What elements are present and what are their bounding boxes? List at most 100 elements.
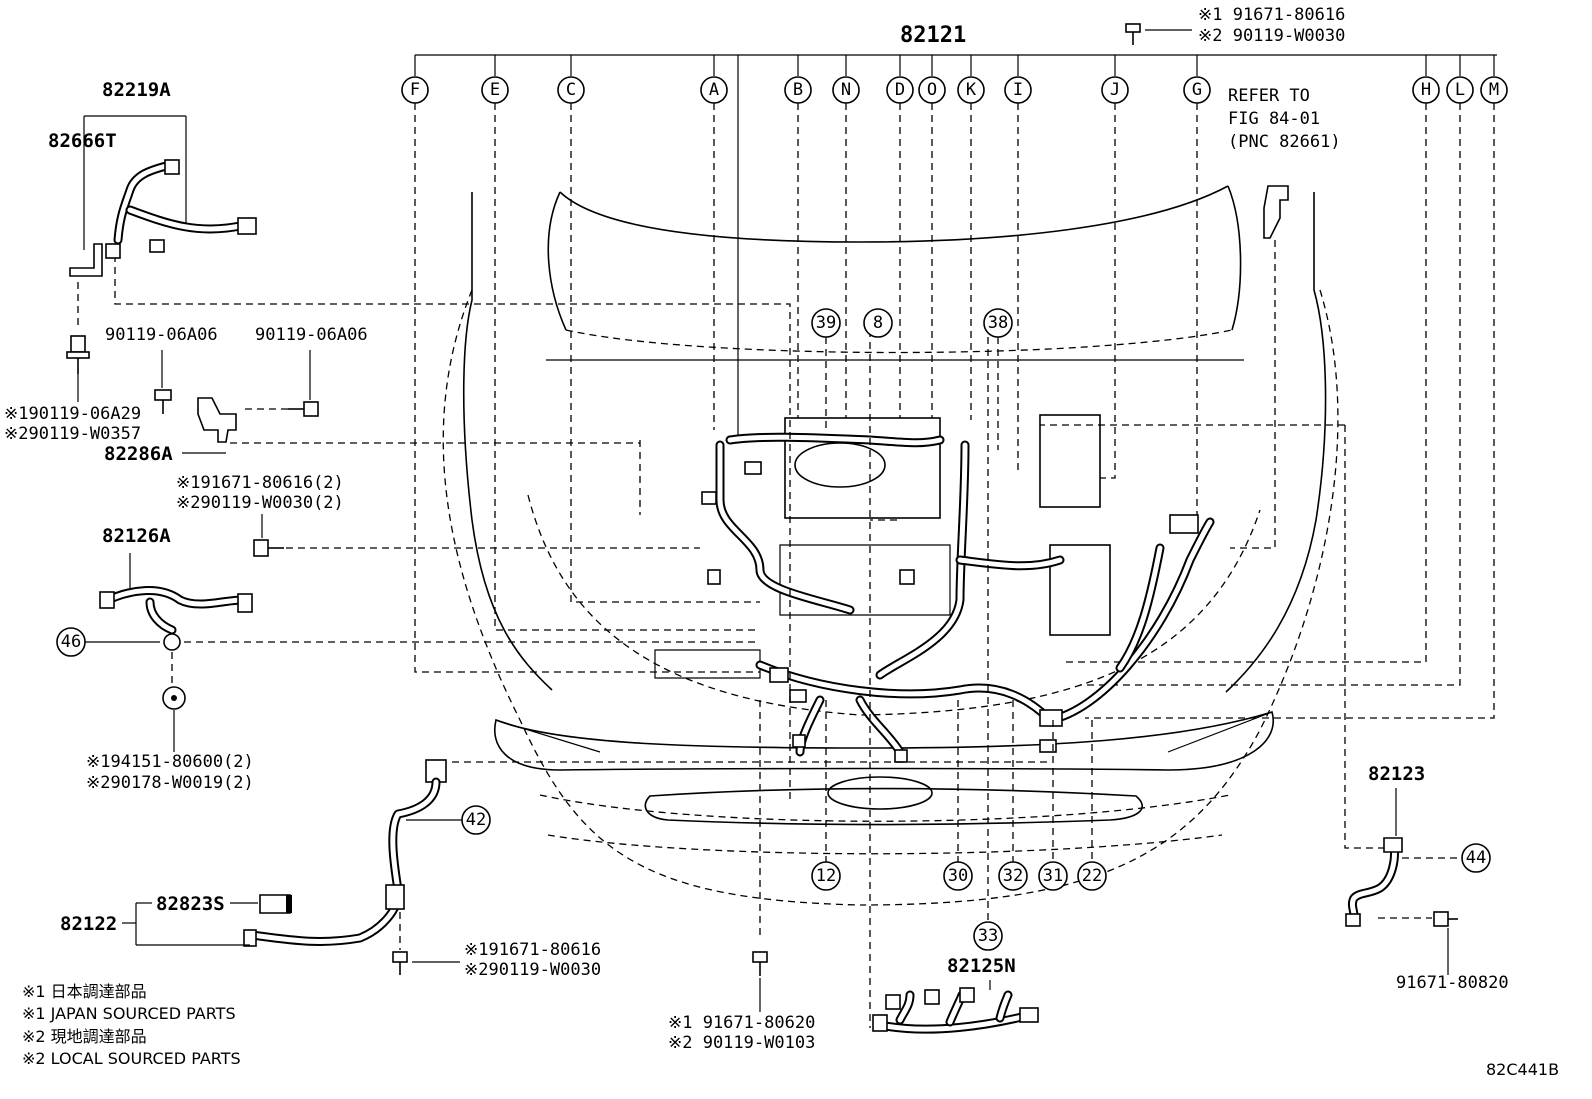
callout-46: 46 [56, 627, 160, 657]
clip-label-2: ※290178-W0019(2) [86, 773, 254, 793]
svg-text:N: N [841, 80, 851, 100]
svg-text:38: 38 [988, 313, 1008, 333]
svg-text:F: F [410, 80, 420, 100]
letter-callout: F [401, 76, 429, 104]
engine-bay-harness [654, 414, 1215, 763]
svg-text:L: L [1455, 80, 1465, 100]
svg-text:33: 33 [978, 926, 998, 946]
refer-note-line2: FIG 84-01 [1228, 109, 1320, 129]
svg-text:12: 12 [816, 866, 836, 886]
part-82126A-label: 82126A [102, 525, 171, 547]
letter-callout: N [832, 76, 860, 104]
top-bolt [1125, 23, 1192, 45]
bolt-1 [66, 335, 90, 402]
letter-callout: K [957, 76, 985, 104]
legend-line-2: ※1 JAPAN SOURCED PARTS [22, 1004, 236, 1023]
letter-callout: B [784, 76, 812, 104]
diagram-code: 82C441B [1486, 1060, 1559, 1079]
part-82123-sensor [1345, 837, 1403, 927]
bolt-2 [253, 514, 700, 557]
svg-text:J: J [1110, 80, 1120, 100]
svg-text:39: 39 [816, 313, 836, 333]
callout-39: 39 [811, 308, 841, 430]
legend-line-4: ※2 LOCAL SOURCED PARTS [22, 1049, 241, 1068]
part-82286A-label: 82286A [104, 443, 173, 465]
part-91671-80820-label: 91671-80820 [1396, 973, 1509, 993]
part-90119-06A06-a-label: 90119-06A06 [105, 325, 218, 345]
part-82286A [197, 397, 237, 443]
legend-line-1: ※1 日本調達部品 [22, 982, 147, 1001]
letter-callout: C [557, 76, 585, 104]
letter-callout: M [1480, 76, 1508, 104]
letter-callout: E [481, 76, 509, 104]
svg-text:D: D [895, 80, 905, 100]
part-82219A-harness [69, 159, 257, 277]
bolt-3 [392, 912, 460, 975]
part-82126A-harness [99, 586, 253, 651]
svg-text:G: G [1192, 80, 1202, 100]
refer-note-line3: (PNC 82661) [1228, 132, 1341, 152]
svg-text:30: 30 [948, 866, 968, 886]
callout-8: 8 [863, 308, 893, 338]
part-82666T-label: 82666T [48, 130, 117, 152]
letter-callout: J [1101, 76, 1129, 104]
engine-bay-leaders [114, 255, 1395, 1028]
callout-30: 30 [943, 700, 973, 891]
svg-text:31: 31 [1043, 866, 1063, 886]
bolt-1-label-2: ※290119-W0357 [4, 424, 141, 444]
clip-label-1: ※194151-80600(2) [86, 752, 254, 772]
svg-text:C: C [566, 80, 576, 100]
bolt-90119-a [154, 350, 172, 414]
clip [162, 686, 186, 752]
svg-text:H: H [1421, 80, 1431, 100]
refer-note-line1: REFER TO [1228, 86, 1310, 106]
svg-text:A: A [709, 80, 719, 100]
part-82219A-bracket [83, 115, 187, 250]
bolt-91671-80820 [1378, 911, 1458, 975]
vehicle-outline [442, 185, 1339, 906]
callout-42: 42 [406, 805, 491, 835]
callout-22: 22 [1077, 720, 1107, 891]
legend-line-3: ※2 現地調達部品 [22, 1027, 147, 1046]
svg-text:32: 32 [1003, 866, 1023, 886]
bolt-2-label-1: ※191671-80616(2) [176, 473, 344, 493]
svg-text:8: 8 [873, 313, 883, 333]
callout-44: 44 [1402, 843, 1491, 873]
referred-bracket [1230, 185, 1289, 549]
svg-text:K: K [966, 80, 977, 100]
bolt-3-label-2: ※290119-W0030 [464, 960, 601, 980]
part-82122-bracket [122, 902, 258, 946]
svg-text:22: 22 [1082, 866, 1102, 886]
svg-text:B: B [793, 80, 803, 100]
bolt-4 [752, 951, 768, 1012]
bolt-2-label-2: ※290119-W0030(2) [176, 493, 344, 513]
part-82219A-label: 82219A [102, 79, 171, 101]
callout-12: 12 [811, 700, 841, 891]
part-82125N-harness [872, 987, 1039, 1034]
part-90119-06A06-b-label: 90119-06A06 [255, 325, 368, 345]
svg-text:E: E [490, 80, 500, 100]
svg-text:M: M [1489, 80, 1499, 100]
part-82123-label: 82123 [1368, 763, 1425, 785]
callout-33: 33 [973, 337, 1003, 951]
part-82122-label: 82122 [60, 913, 117, 935]
bolt-4-label-1: ※1 91671-80620 [668, 1013, 815, 1033]
letter-callout: G [1183, 76, 1211, 104]
callout-38: 38 [983, 308, 1013, 450]
main-harness-bracket [414, 54, 1497, 435]
svg-text:44: 44 [1466, 848, 1486, 868]
letter-leaders [414, 103, 1495, 719]
bolt-90119-b [240, 350, 319, 417]
top-bolt-label-1: ※1 91671-80616 [1198, 5, 1345, 25]
letter-callout: L [1446, 76, 1474, 104]
part-82121-label: 82121 [900, 23, 966, 48]
part-82125N-label: 82125N [947, 955, 1016, 977]
letter-callout: D [886, 76, 914, 104]
svg-text:46: 46 [61, 632, 81, 652]
part-82122-harness [243, 759, 447, 947]
bolt-1-label-1: ※190119-06A29 [4, 404, 141, 424]
svg-text:O: O [927, 80, 937, 100]
letter-callout: I [1004, 76, 1032, 104]
part-82823S [259, 894, 292, 914]
